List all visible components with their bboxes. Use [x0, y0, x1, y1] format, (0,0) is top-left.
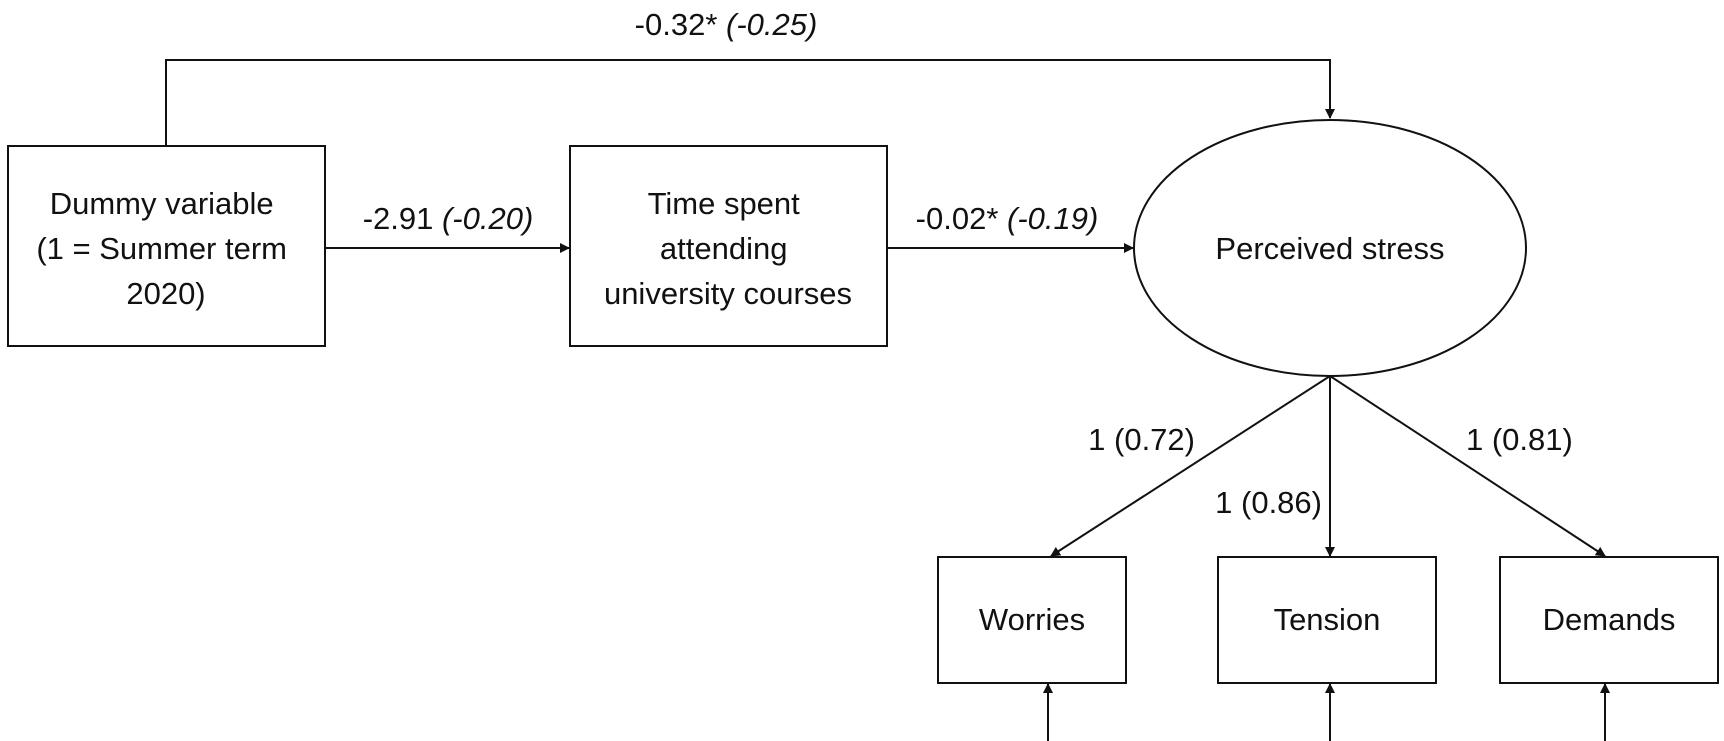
perceived-stress-label: Perceived stress	[1215, 231, 1444, 266]
dummy-to-stress-path	[165, 59, 1335, 146]
time-to-stress-estimate: -0.02*	[916, 201, 999, 236]
dummy-line-1: Dummy variable	[50, 186, 274, 221]
dummy-to-stress-std: (-0.25)	[726, 7, 817, 42]
dummy-to-stress-coef: -0.32* (-0.25)	[635, 7, 818, 42]
dummy-to-stress-estimate: -0.32*	[635, 7, 718, 42]
dummy-to-time-coef: -2.91 (-0.20)	[363, 201, 534, 236]
time-line-1: Time spent	[648, 186, 801, 221]
time-to-stress-std: (-0.19)	[1007, 201, 1098, 236]
worries-label: Worries	[979, 602, 1085, 637]
dummy-variable-label: Dummy variable (1 = Summer term 2020)	[36, 186, 295, 311]
stress-to-demands-loading: 1 (0.81)	[1466, 422, 1573, 457]
worries-box	[937, 556, 1127, 684]
dummy-line-2: (1 = Summer term	[36, 231, 287, 266]
dummy-to-time-estimate: -2.91	[363, 201, 434, 236]
stress-to-tension-loading: 1 (0.86)	[1215, 485, 1322, 520]
stress-to-demands-path	[1329, 375, 1606, 557]
dummy-variable-box	[7, 145, 326, 347]
tension-label: Tension	[1274, 602, 1381, 637]
time-to-stress-coef: -0.02* (-0.19)	[916, 201, 1099, 236]
stress-to-worries-loading: 1 (0.72)	[1088, 422, 1195, 457]
dummy-line-3: 2020)	[126, 276, 205, 311]
time-spent-label: Time spent attending university courses	[604, 186, 852, 311]
time-line-3: university courses	[604, 276, 852, 311]
dummy-to-time-std: (-0.20)	[442, 201, 533, 236]
demands-label: Demands	[1543, 602, 1676, 637]
stress-to-worries-path	[1050, 375, 1331, 557]
time-spent-box	[569, 145, 888, 347]
time-line-2: attending	[660, 231, 788, 266]
